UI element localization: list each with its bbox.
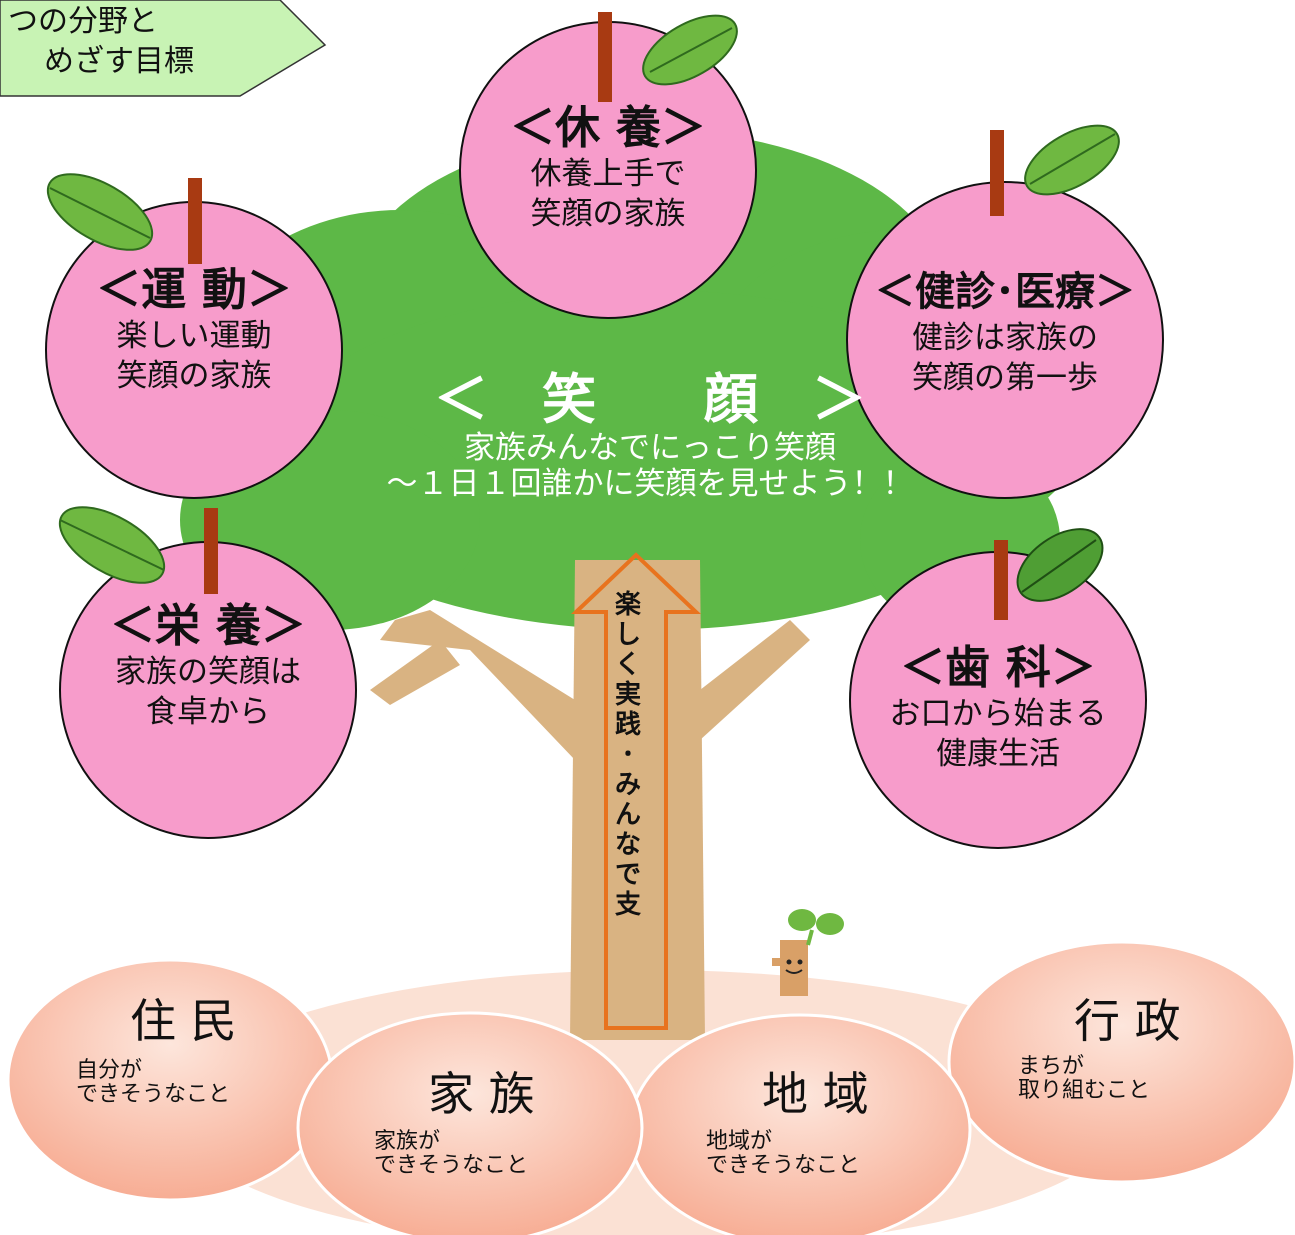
apple-line: 健診は家族の <box>912 320 1098 356</box>
banner-line1: つの分野と <box>8 4 158 39</box>
apple-line: 家族の笑顔は <box>115 654 301 690</box>
center-line2: ～１日１回誰かに笑顔を見せよう！！ <box>386 466 914 502</box>
supporter-line: できそうなこと <box>706 1153 861 1178</box>
supporter-kazoku: 家 族 家族が できそうなこと <box>374 1068 594 1178</box>
arrow-char: 楽 <box>614 590 641 620</box>
arrow-char: ん <box>614 800 641 830</box>
supporter-line: 自分が <box>76 1058 143 1083</box>
apple-line: 笑顔の家族 <box>530 196 686 232</box>
apple-eiyo <box>58 506 357 839</box>
center-subtitle: 家族みんなでにっこり笑顔 ～１日１回誰かに笑顔を見せよう！！ <box>300 430 1000 502</box>
supporter-title: 行 政 <box>1074 994 1181 1048</box>
apple-line: 楽しい運動 <box>116 318 272 354</box>
apple-title: ＜栄 養＞ <box>110 599 306 652</box>
supporter-gyosei: 行 政 まちが 取り組むこと <box>1018 995 1238 1103</box>
apple-line: 笑顔の第一歩 <box>912 360 1098 396</box>
arrow-char: 実 <box>614 680 641 710</box>
arrow-char: で <box>614 860 641 890</box>
apple-shika <box>849 528 1147 849</box>
apple-line: 休養上手で <box>530 156 686 192</box>
apple-line: 笑顔の家族 <box>116 358 272 394</box>
supporter-line: 取り組むこと <box>1018 1078 1151 1103</box>
arrow-char: し <box>614 620 641 650</box>
arrow-char: 践 <box>614 710 641 740</box>
arrow-vertical-text: 楽 し く 実 践 ･ み ん な で 支 <box>610 590 646 920</box>
apple-title: ＜休 養＞ <box>510 101 706 154</box>
supporter-line: 地域が <box>706 1129 773 1154</box>
apple-kyuyo-text: ＜休 養＞ 休養上手で 笑顔の家族 <box>458 102 758 234</box>
arrow-outline <box>570 552 702 1030</box>
apple-kyuyo <box>459 12 757 319</box>
banner-shape <box>0 0 327 97</box>
supporter-title: 家 族 <box>428 1067 535 1121</box>
apple-line: 食卓から <box>146 694 270 730</box>
banner-line2: めざす目標 <box>44 44 194 79</box>
egg-kazoku <box>296 1011 644 1235</box>
supporter-title: 住 民 <box>130 994 237 1048</box>
tree-trunk <box>370 560 810 1040</box>
arrow-char: み <box>614 770 641 800</box>
arrow-char: ･ <box>621 740 635 770</box>
supporter-line: 家族が <box>374 1129 441 1154</box>
supporter-line: できそうなこと <box>374 1153 529 1178</box>
sprout-character <box>772 909 844 996</box>
apple-undo-text: ＜運 動＞ 楽しい運動 笑顔の家族 <box>44 264 344 396</box>
apple-title: ＜運 動＞ <box>96 263 292 316</box>
apple-undo <box>45 173 343 499</box>
supporter-jumin: 住 民 自分が できそうなこと <box>76 995 296 1107</box>
center-title: ＜ 笑 顔 ＞ <box>434 368 866 431</box>
supporter-chiiki: 地 域 地域が できそうなこと <box>706 1068 926 1178</box>
supporter-line: まちが <box>1018 1054 1085 1079</box>
banner-label: つの分野と めざす目標 <box>8 2 268 82</box>
supporter-title: 地 域 <box>762 1067 869 1121</box>
apple-title: ＜健診･医療＞ <box>875 269 1135 315</box>
arrow-char: な <box>614 830 641 860</box>
apple-title: ＜歯 科＞ <box>900 641 1096 694</box>
egg-gyosei <box>947 940 1295 1184</box>
arrow-char: く <box>614 650 641 680</box>
apple-kenshin <box>846 124 1164 499</box>
apple-line: 健康生活 <box>936 736 1060 772</box>
apple-line: お口から始まる <box>889 696 1107 732</box>
apple-kenshin-text: ＜健診･医療＞ 健診は家族の 笑顔の第一歩 <box>845 266 1165 398</box>
center-line1: 家族みんなでにっこり笑顔 <box>464 430 836 466</box>
arrow-char: 支 <box>614 890 641 920</box>
apple-eiyo-text: ＜栄 養＞ 家族の笑顔は 食卓から <box>58 600 358 732</box>
apple-shika-text: ＜歯 科＞ お口から始まる 健康生活 <box>848 642 1148 774</box>
supporter-line: できそうなこと <box>76 1082 231 1107</box>
